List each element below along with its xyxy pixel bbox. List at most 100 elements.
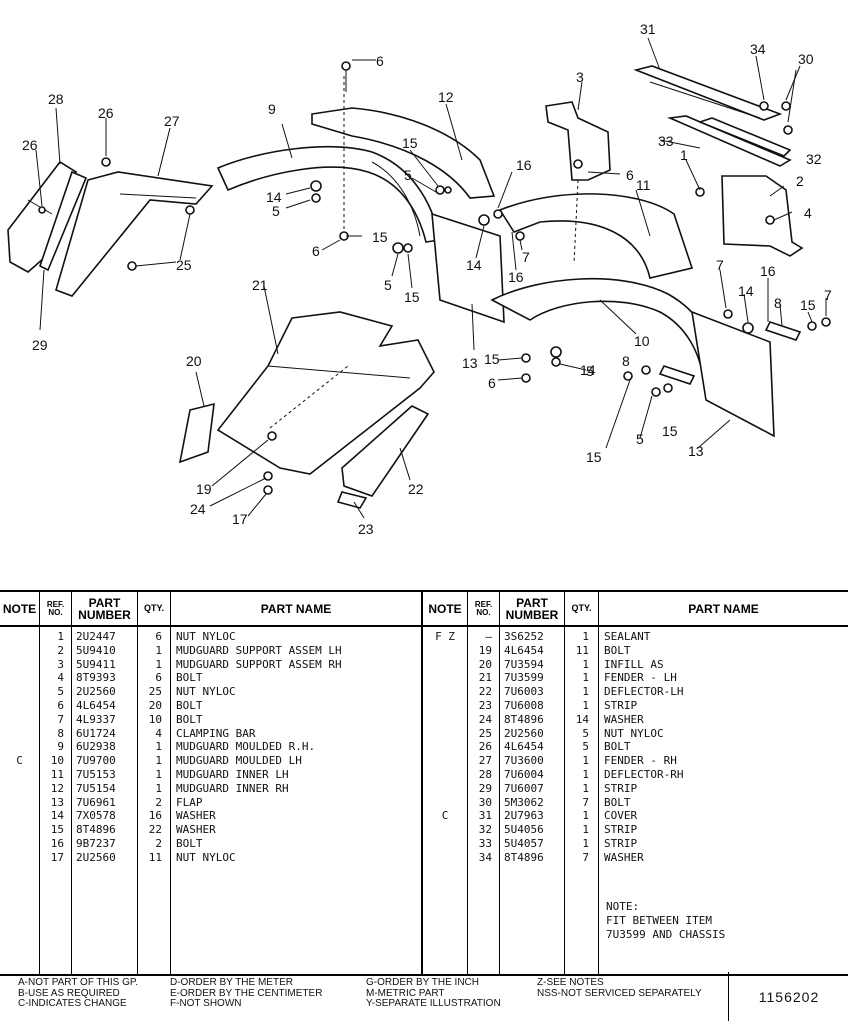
- row-part-name: NUT NYLOC: [604, 726, 664, 740]
- svg-text:24: 24: [190, 501, 206, 517]
- row-part-name: STRIP: [604, 699, 638, 712]
- row-qty: 14: [575, 712, 589, 726]
- row-ref-no: 15: [50, 823, 64, 837]
- header-note-left: NOTE: [2, 601, 37, 616]
- row-part-name: MUDGUARD MOULDED R.H.: [176, 740, 316, 754]
- svg-text:14: 14: [266, 189, 282, 205]
- row-note: [423, 837, 467, 851]
- row-note: [0, 809, 39, 823]
- row-part-number: 5U9410: [76, 643, 116, 657]
- row-ref-no: 20: [478, 657, 492, 671]
- row-ref-no: 10: [50, 754, 64, 768]
- row-qty: 5: [582, 726, 589, 740]
- row-note: F Z: [435, 630, 455, 643]
- row-ref-no: 8: [57, 726, 64, 740]
- svg-text:15: 15: [662, 423, 678, 439]
- note-line-2: 7U3599 AND CHASSIS: [606, 928, 726, 941]
- row-ref-no: 28: [478, 768, 492, 781]
- row-part-name: DEFLECTOR-RH: [604, 768, 684, 781]
- row-ref-no: 14: [50, 809, 64, 823]
- svg-text:30: 30: [798, 51, 814, 67]
- note-title: NOTE:: [606, 900, 640, 913]
- row-qty: 1: [582, 699, 589, 712]
- svg-text:1: 1: [680, 147, 688, 163]
- row-ref-no: 11: [50, 768, 64, 781]
- row-part-number: 3S6252: [504, 630, 544, 643]
- part-strip-32: [697, 117, 792, 157]
- svg-text:6: 6: [376, 53, 384, 69]
- document-number: 1156202: [728, 972, 848, 1021]
- part-mudguard-moulded-lh: [490, 277, 719, 383]
- row-qty: 1: [155, 754, 162, 768]
- row-part-name: BOLT: [604, 740, 631, 754]
- row-part-name: BOLT: [176, 699, 203, 712]
- row-part-number: 6U1724: [76, 726, 116, 740]
- row-qty: 10: [148, 712, 162, 726]
- row-part-name: NUT NYLOC: [176, 850, 236, 864]
- svg-text:15: 15: [586, 449, 602, 465]
- row-note: [423, 823, 467, 837]
- row-note: [423, 671, 467, 685]
- svg-text:6: 6: [488, 375, 496, 391]
- row-qty: 1: [155, 781, 162, 795]
- row-note: [0, 671, 39, 685]
- part-infill: [178, 402, 215, 464]
- row-note: [0, 630, 39, 644]
- row-qty: 1: [582, 809, 589, 823]
- row-note: [423, 796, 467, 810]
- row-ref-no: 3: [57, 657, 64, 671]
- row-part-name: MUDGUARD INNER LH: [176, 768, 289, 781]
- row-qty: 5: [582, 740, 589, 754]
- row-part-number: 7U6008: [504, 699, 544, 712]
- row-ref-no: 29: [478, 781, 492, 795]
- row-ref-no: 6: [57, 699, 64, 712]
- svg-text:16: 16: [516, 157, 532, 173]
- part-deflector-lh: [341, 405, 430, 497]
- row-ref-no: 26: [478, 740, 492, 754]
- row-ref-no: 24: [478, 712, 492, 726]
- row-note: [423, 699, 467, 713]
- svg-text:10: 10: [634, 333, 650, 349]
- row-ref-no: 16: [50, 837, 64, 850]
- row-ref-no: 33: [478, 837, 492, 850]
- header-part-number-right: PART NUMBER: [505, 595, 559, 622]
- row-note: C: [441, 809, 449, 823]
- header-qty-right: QTY.: [571, 603, 592, 613]
- row-part-name: STRIP: [604, 823, 638, 837]
- legend-d: D-ORDER BY THE METER: [170, 977, 293, 988]
- row-ref-no: 31: [478, 809, 492, 823]
- row-part-number: 7X0578: [76, 809, 116, 823]
- header-ref-left: REF. NO.: [46, 599, 65, 617]
- row-qty: 1: [155, 643, 162, 657]
- svg-text:14: 14: [466, 257, 482, 273]
- row-part-number: 7U3600: [504, 754, 544, 768]
- row-qty: 1: [582, 823, 589, 837]
- row-ref-no: 17: [50, 850, 64, 864]
- row-qty: 1: [155, 768, 162, 781]
- part-support-assem-lh: [721, 175, 804, 257]
- row-part-name: DEFLECTOR-LH: [604, 685, 684, 699]
- row-note: [423, 768, 467, 782]
- svg-text:5: 5: [404, 167, 412, 183]
- row-qty: 1: [155, 657, 162, 671]
- callout-numbers: 6 9 12 3 31 34 30 33 32 1 2 4 6 11 28 26…: [22, 21, 832, 537]
- svg-text:5: 5: [636, 431, 644, 447]
- row-ref-no: 13: [50, 795, 64, 809]
- svg-text:15: 15: [402, 135, 418, 151]
- part-strip-29: [39, 170, 88, 272]
- row-ref-no: 1: [57, 630, 64, 643]
- svg-text:2: 2: [796, 173, 804, 189]
- row-part-name: INFILL AS: [604, 657, 664, 671]
- row-note: [0, 740, 39, 754]
- row-qty: 16: [148, 809, 162, 823]
- row-note: [423, 685, 467, 699]
- svg-text:28: 28: [48, 91, 64, 107]
- row-qty: 2: [155, 837, 162, 850]
- row-note: [423, 754, 467, 768]
- svg-text:15: 15: [484, 351, 500, 367]
- part-support-assem-rh: [545, 101, 611, 181]
- row-qty: 1: [582, 685, 589, 699]
- svg-text:5: 5: [272, 203, 280, 219]
- part-flap-lower: [690, 310, 775, 438]
- row-ref-no: 7: [57, 712, 64, 726]
